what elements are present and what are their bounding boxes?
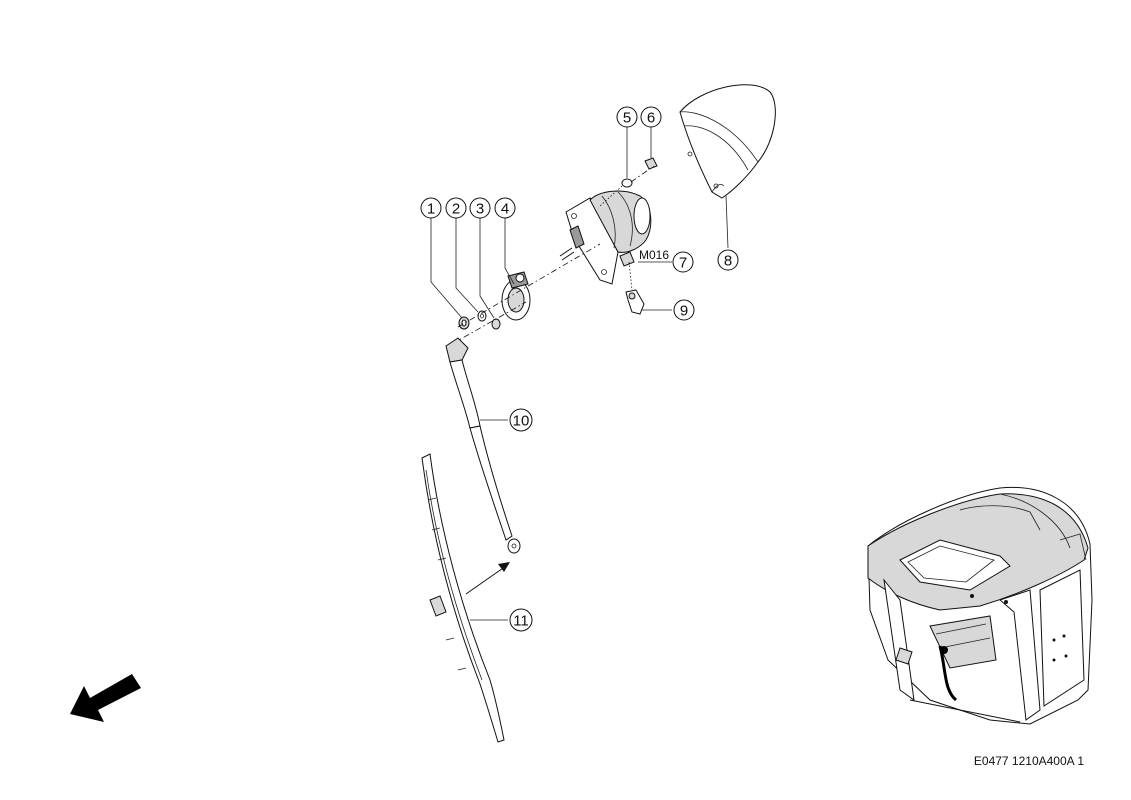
connector-code-label: M016 — [639, 248, 669, 262]
callout-5-label: 5 — [623, 110, 631, 127]
callout-9: 9 — [673, 299, 695, 321]
cab-locator-view — [867, 486, 1093, 725]
leader-lines — [430, 127, 729, 621]
callout-6-label: 6 — [647, 110, 655, 127]
callout-11-label: 11 — [513, 613, 529, 630]
callout-8-label: 8 — [724, 253, 732, 270]
wiper-motor — [559, 190, 652, 285]
callout-8: 8 — [717, 249, 739, 271]
callout-5: 5 — [616, 106, 638, 128]
nut-6 — [644, 157, 658, 170]
nut — [458, 316, 470, 330]
callout-2-label: 2 — [452, 201, 460, 218]
callout-3-label: 3 — [476, 201, 484, 218]
callout-10: 10 — [509, 408, 533, 432]
callout-3: 3 — [469, 197, 491, 219]
callout-1-label: 1 — [427, 201, 435, 218]
callout-9-label: 9 — [680, 303, 688, 320]
seal-ring — [491, 318, 501, 330]
assembly-arrow — [465, 562, 510, 595]
callout-4: 4 — [494, 197, 516, 219]
callout-4-label: 4 — [501, 201, 509, 218]
callout-1: 1 — [420, 197, 442, 219]
washer — [477, 310, 487, 322]
washer-5 — [621, 178, 633, 188]
wiper-arm — [445, 337, 521, 554]
motor-cover — [679, 84, 776, 199]
callout-6: 6 — [640, 106, 662, 128]
callout-10-label: 10 — [513, 413, 530, 430]
wiper-blade — [421, 453, 505, 743]
connector-clip — [625, 289, 645, 315]
direction-arrow-icon — [70, 674, 141, 722]
callout-7-label: 7 — [679, 255, 687, 272]
drawing-reference: E0477 1210A400A 1 — [974, 754, 1084, 768]
callout-2: 2 — [445, 197, 467, 219]
callout-11: 11 — [509, 608, 533, 632]
callout-7: 7 — [672, 251, 694, 273]
assembly-axis-lines — [451, 165, 655, 345]
crank-assembly — [501, 271, 531, 321]
